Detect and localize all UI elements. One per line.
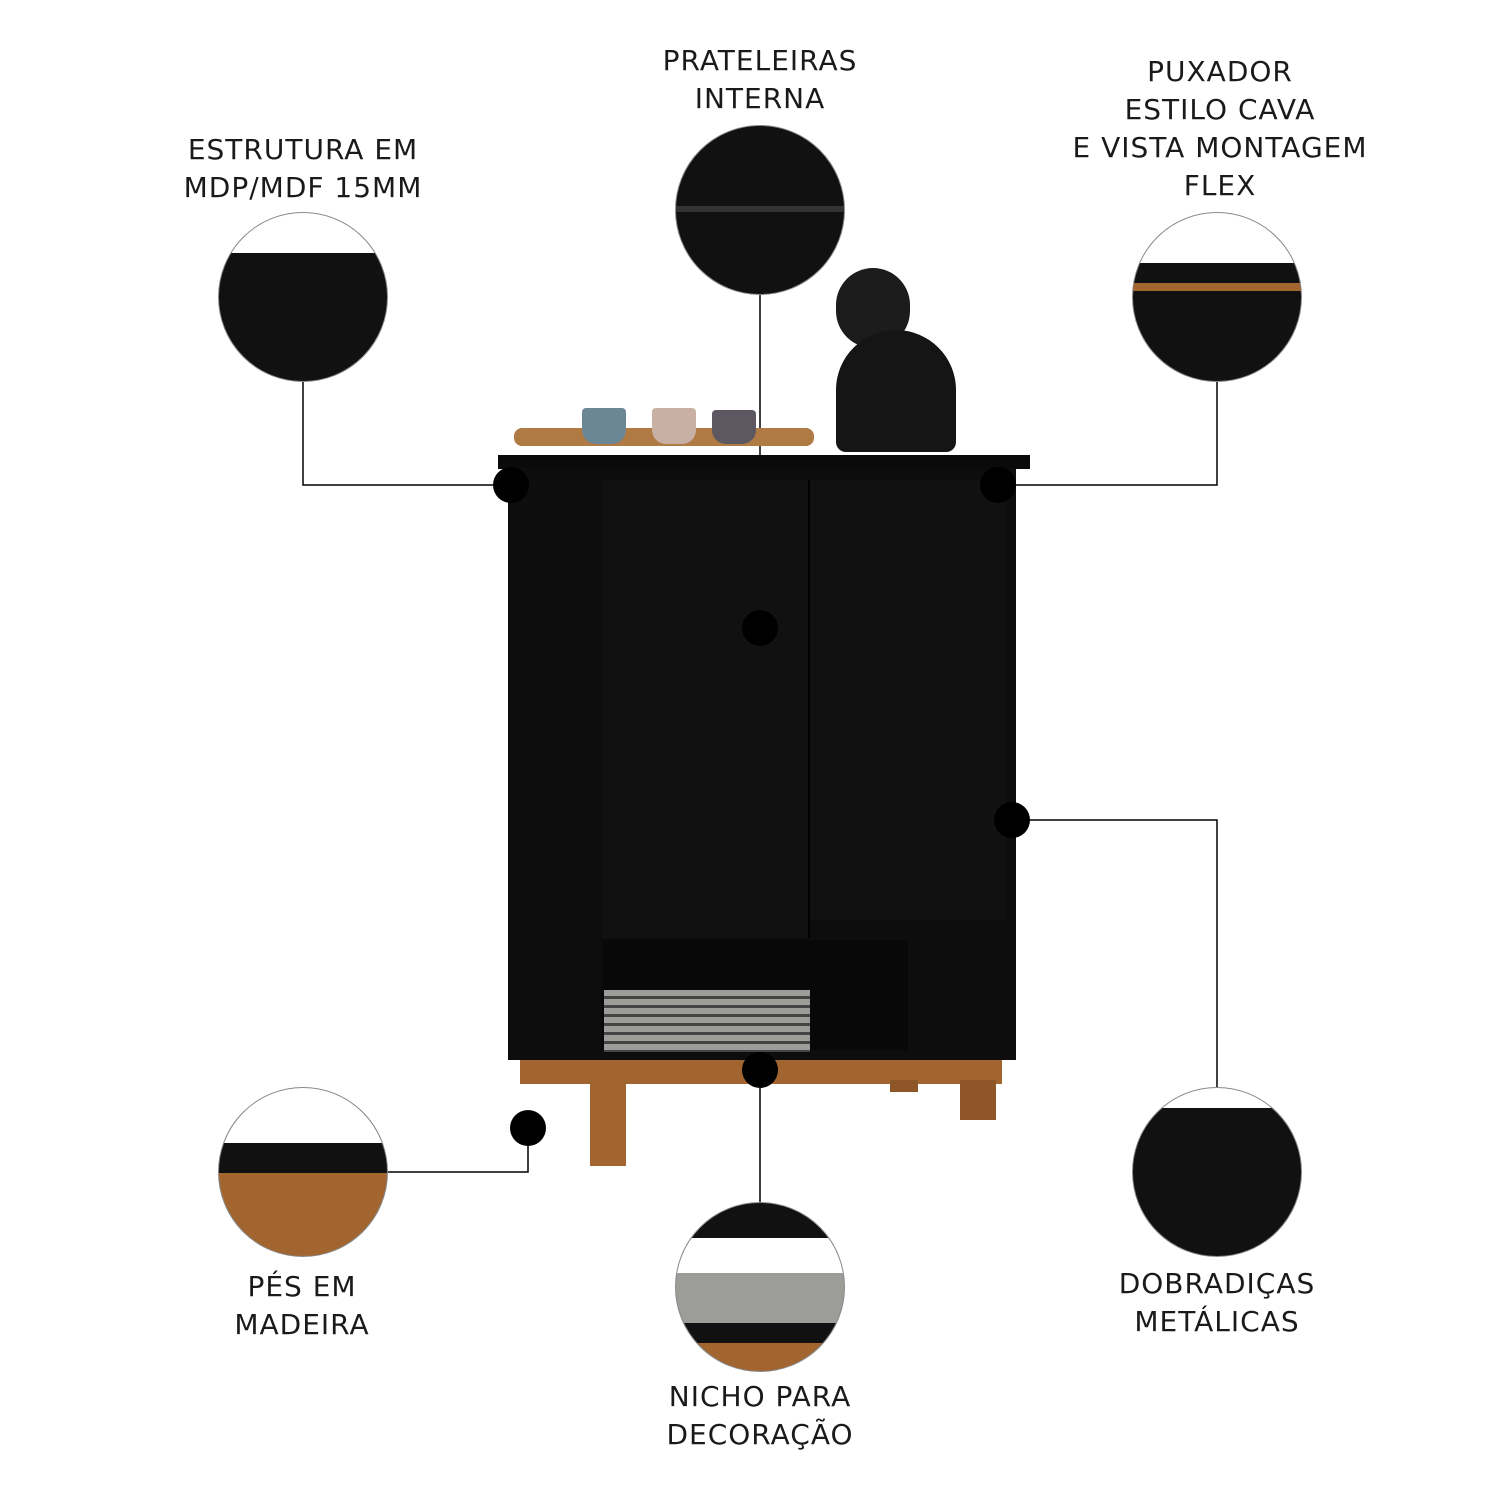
cup: [712, 410, 756, 444]
marker-dot-structure: [493, 467, 529, 503]
label-line: FLEX: [1183, 169, 1257, 202]
label-line: MADEIRA: [234, 1308, 370, 1341]
label-handle: PUXADOR ESTILO CAVA E VISTA MONTAGEM FLE…: [1072, 53, 1367, 205]
marker-dot-handle: [980, 467, 1016, 503]
leg: [960, 1080, 996, 1120]
label-shelves: PRATELEIRAS INTERNA: [663, 42, 858, 118]
marker-dot-shelves: [742, 610, 778, 646]
door-left: [602, 480, 810, 938]
cup: [652, 408, 696, 444]
label-niche: NICHO PARA DECORAÇÃO: [666, 1378, 853, 1454]
leg: [590, 1080, 626, 1166]
label-line: PRATELEIRAS: [662, 44, 858, 77]
marker-dot-legs: [510, 1110, 546, 1146]
label-line: INTERNA: [694, 82, 826, 115]
detail-circle-handle: [1132, 212, 1302, 382]
label-line: ESTRUTURA EM: [187, 133, 419, 166]
label-line: METÁLICAS: [1134, 1305, 1300, 1338]
label-line: NICHO PARA: [668, 1380, 852, 1413]
label-line: DOBRADIÇAS: [1118, 1267, 1316, 1300]
cabinet-top: [498, 455, 1030, 469]
label-legs: PÉS EM MADEIRA: [234, 1268, 369, 1344]
label-line: MDP/MDF 15MM: [183, 171, 423, 204]
label-line: E VISTA MONTAGEM: [1072, 131, 1368, 164]
leg: [890, 1080, 918, 1092]
detail-circle-legs: [218, 1087, 388, 1257]
detail-circle-structure: [218, 212, 388, 382]
label-line: ESTILO CAVA: [1124, 93, 1316, 126]
detail-circle-niche: [675, 1202, 845, 1372]
label-line: DECORAÇÃO: [666, 1418, 854, 1451]
coffee-machine-body: [836, 330, 956, 452]
cup: [582, 408, 626, 444]
marker-dot-niche: [742, 1052, 778, 1088]
label-line: PUXADOR: [1147, 55, 1293, 88]
label-hinges: DOBRADIÇAS METÁLICAS: [1119, 1265, 1316, 1341]
detail-circle-hinges: [1132, 1087, 1302, 1257]
door-right: [810, 480, 1006, 920]
label-structure: ESTRUTURA EM MDP/MDF 15MM: [184, 131, 423, 207]
marker-dot-hinges: [994, 802, 1030, 838]
magazines: [604, 990, 810, 1052]
label-line: PÉS EM: [247, 1270, 357, 1303]
detail-circle-shelves: [675, 125, 845, 295]
